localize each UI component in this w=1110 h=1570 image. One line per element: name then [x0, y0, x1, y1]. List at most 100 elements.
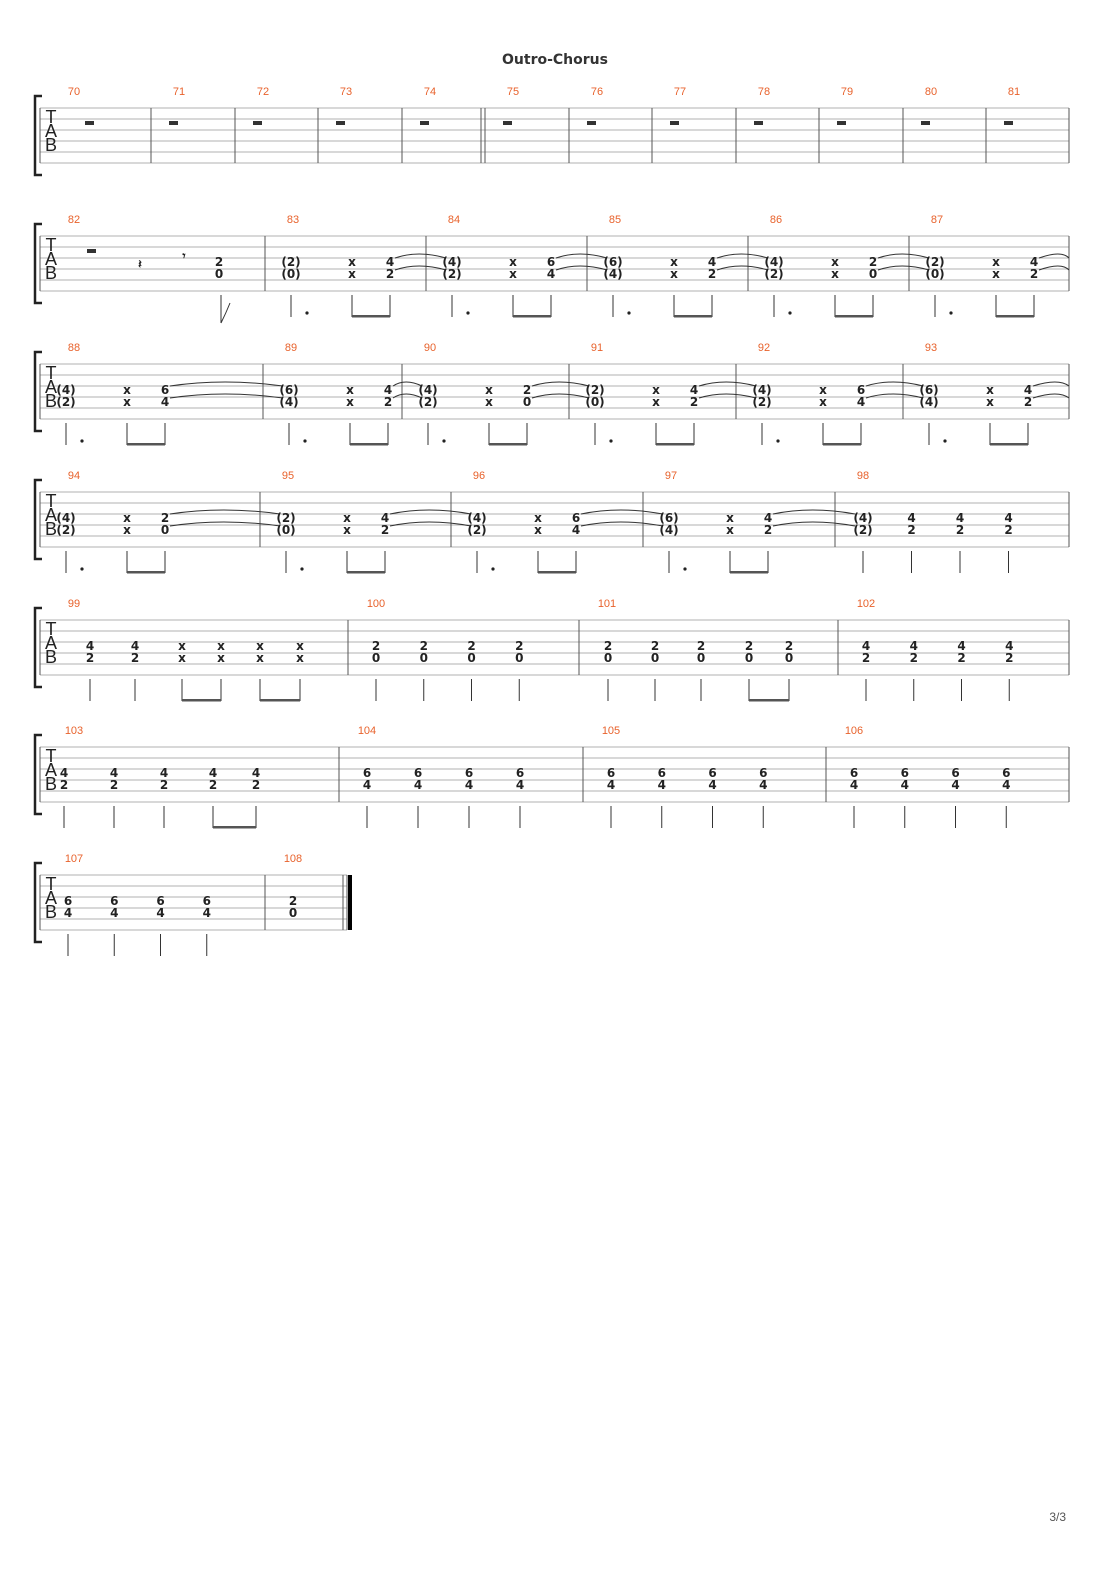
note-beam	[513, 315, 551, 318]
tie-arc	[169, 381, 284, 387]
fret-number: 2	[160, 778, 168, 792]
note-beam	[730, 571, 768, 574]
measure-number: 86	[770, 214, 782, 226]
tie-arc	[555, 253, 608, 259]
tie-arc	[716, 265, 769, 271]
fret-number: 2	[690, 395, 698, 409]
tie-arc	[555, 265, 608, 271]
fret-number-tied: (4)	[764, 255, 783, 269]
fret-number: 4	[386, 255, 394, 269]
fret-number: 2	[515, 639, 523, 653]
dead-note: x	[348, 267, 356, 281]
fret-number: 0	[515, 651, 523, 665]
fret-number: 2	[785, 639, 793, 653]
tie-arc	[531, 393, 590, 399]
fret-number: 2	[869, 255, 877, 269]
fret-number: 0	[215, 267, 223, 281]
note-beam	[674, 315, 712, 318]
tab-clef-letter: A	[45, 633, 57, 653]
fret-number: 2	[110, 778, 118, 792]
fret-number: 4	[690, 383, 698, 397]
measure-number: 108	[284, 853, 302, 865]
measure-number: 73	[340, 86, 352, 98]
fret-number: 2	[289, 894, 297, 908]
tab-clef-letter: T	[46, 619, 57, 639]
fret-number-tied: (2)	[442, 267, 461, 281]
system-bracket	[33, 350, 42, 433]
fret-number: 0	[869, 267, 877, 281]
fret-number: 4	[907, 511, 915, 525]
fret-number-tied: (4)	[56, 511, 75, 525]
fret-number: 2	[604, 639, 612, 653]
fret-number: 4	[1002, 778, 1010, 792]
fret-number: 2	[86, 651, 94, 665]
note-beam	[538, 571, 576, 574]
dead-note: x	[296, 651, 304, 665]
whole-rest	[169, 121, 178, 125]
augmentation-dot	[466, 311, 470, 315]
tab-clef-letter: T	[46, 746, 57, 766]
tab-clef-letter: A	[45, 249, 57, 269]
dead-note: x	[509, 267, 517, 281]
fret-number: 4	[759, 778, 767, 792]
fret-number: 4	[862, 639, 870, 653]
dead-note: x	[652, 383, 660, 397]
augmentation-dot	[491, 567, 495, 571]
fret-number-tied: (4)	[279, 395, 298, 409]
fret-number: 4	[910, 639, 918, 653]
system-bracket	[33, 94, 42, 177]
fret-number: 2	[523, 383, 531, 397]
whole-rest	[85, 121, 94, 125]
fret-number: 2	[420, 639, 428, 653]
fret-number: 2	[764, 523, 772, 537]
fret-number: 4	[572, 523, 580, 537]
measure-number: 82	[68, 214, 80, 226]
fret-number: 6	[547, 255, 555, 269]
whole-rest	[253, 121, 262, 125]
tie-arc	[865, 393, 924, 399]
dead-note: x	[123, 511, 131, 525]
fret-number: 4	[110, 766, 118, 780]
fret-number: 4	[384, 383, 392, 397]
fret-number: 4	[1030, 255, 1038, 269]
fret-number: 0	[697, 651, 705, 665]
measure-number: 95	[282, 470, 294, 482]
half-rest	[87, 249, 96, 253]
tie-arc	[392, 393, 423, 399]
measure-number: 83	[287, 214, 299, 226]
fret-number: 4	[1005, 639, 1013, 653]
fret-number: 2	[907, 523, 915, 537]
tie-arc	[394, 253, 447, 259]
fret-number: 6	[708, 766, 716, 780]
measure-number: 90	[424, 342, 436, 354]
fret-number: 4	[857, 395, 865, 409]
section-title: Outro-Chorus	[502, 52, 608, 68]
fret-number: 2	[697, 639, 705, 653]
fret-number: (4)	[853, 511, 872, 525]
tab-clef-letter: B	[45, 391, 57, 411]
fret-number: 6	[516, 766, 524, 780]
fret-number: 6	[607, 766, 615, 780]
whole-rest	[754, 121, 763, 125]
measure-number: 101	[598, 598, 616, 610]
note-beam	[127, 571, 165, 574]
measure-number: 100	[367, 598, 385, 610]
measure-number: 78	[758, 86, 770, 98]
fret-number: 2	[1030, 267, 1038, 281]
fret-number: 4	[156, 906, 164, 920]
fret-number: 2	[1005, 651, 1013, 665]
fret-number: 6	[363, 766, 371, 780]
tie-arc	[698, 393, 757, 399]
fret-number: 6	[1002, 766, 1010, 780]
measure-number: 93	[925, 342, 937, 354]
measure-number: 71	[173, 86, 185, 98]
system-bracket	[33, 733, 42, 816]
fret-number-tied: (0)	[925, 267, 944, 281]
tie-arc	[716, 253, 769, 259]
tie-arc	[580, 521, 664, 527]
tab-clef-letter: A	[45, 121, 57, 141]
fret-number: 4	[86, 639, 94, 653]
measure-number: 102	[857, 598, 875, 610]
measure-number: 98	[857, 470, 869, 482]
dead-note: x	[123, 395, 131, 409]
